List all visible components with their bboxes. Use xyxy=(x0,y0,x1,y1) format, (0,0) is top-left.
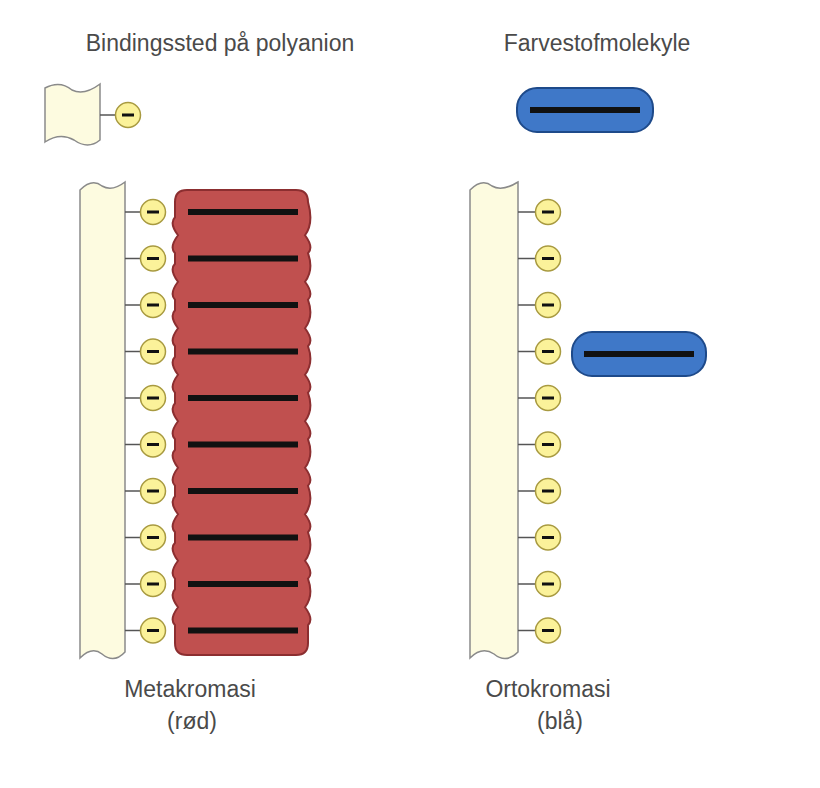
anion-site xyxy=(536,479,561,504)
minus-sign xyxy=(122,114,134,117)
polyanion-strip xyxy=(470,182,518,659)
minus-sign xyxy=(542,536,554,539)
minus-sign xyxy=(147,257,159,260)
bond-line xyxy=(518,397,535,399)
dye-bar xyxy=(584,351,694,357)
anion-site xyxy=(536,386,561,411)
bond-line xyxy=(125,630,140,632)
minus-sign xyxy=(542,490,554,493)
bond-line xyxy=(125,444,140,446)
heading-label: Farvestofmolekyle xyxy=(504,30,691,58)
bond-line xyxy=(125,258,140,260)
minus-sign xyxy=(542,443,554,446)
minus-sign xyxy=(147,490,159,493)
bond-line xyxy=(518,351,535,353)
minus-sign xyxy=(147,583,159,586)
dye-bar xyxy=(188,535,298,541)
anion-site xyxy=(536,339,561,364)
anion-site xyxy=(141,386,166,411)
anion-site xyxy=(536,200,561,225)
dye-bar xyxy=(188,302,298,308)
anion-site xyxy=(141,432,166,457)
caption-label: Ortokromasi xyxy=(485,676,610,704)
dye-bar xyxy=(188,628,298,634)
minus-sign xyxy=(542,583,554,586)
polyanion-strip xyxy=(80,182,125,659)
polyanion-fragment xyxy=(45,84,100,145)
bond-line xyxy=(125,583,140,585)
bond-line xyxy=(518,211,535,213)
bond-line xyxy=(518,258,535,260)
anion-site xyxy=(141,293,166,318)
dye-stack xyxy=(173,190,311,655)
bond-line xyxy=(125,537,140,539)
bond-line xyxy=(518,537,535,539)
anion-site xyxy=(141,200,166,225)
minus-sign xyxy=(147,397,159,400)
heading-label: Bindingssted på polyanion xyxy=(86,30,355,58)
dye-bar xyxy=(188,395,298,401)
dye-bar xyxy=(188,581,298,587)
anion-site xyxy=(536,525,561,550)
caption-label: (blå) xyxy=(537,708,583,736)
dye-bar xyxy=(188,209,298,215)
anion-site xyxy=(536,246,561,271)
bond-line xyxy=(125,351,140,353)
bond-line xyxy=(518,490,535,492)
anion-site xyxy=(116,103,141,128)
dye-bar xyxy=(188,349,298,355)
bond-line xyxy=(518,444,535,446)
dye-bar xyxy=(188,488,298,494)
anion-site xyxy=(141,618,166,643)
dye-bar xyxy=(188,442,298,448)
anion-site xyxy=(536,618,561,643)
bond-line xyxy=(125,490,140,492)
anion-site xyxy=(536,572,561,597)
anion-site xyxy=(141,339,166,364)
minus-sign xyxy=(147,536,159,539)
dye-molecule xyxy=(572,332,706,376)
minus-sign xyxy=(542,304,554,307)
minus-sign xyxy=(147,629,159,632)
dye-bar xyxy=(188,256,298,262)
bond-line xyxy=(125,397,140,399)
anion-site xyxy=(536,432,561,457)
minus-sign xyxy=(147,211,159,214)
minus-sign xyxy=(147,304,159,307)
anion-site xyxy=(141,479,166,504)
anion-site xyxy=(141,525,166,550)
caption-label: Metakromasi xyxy=(124,676,256,704)
anion-site xyxy=(536,293,561,318)
dye-bar xyxy=(530,107,640,113)
anion-site xyxy=(141,572,166,597)
bond-line xyxy=(100,114,115,116)
minus-sign xyxy=(542,629,554,632)
minus-sign xyxy=(542,211,554,214)
bond-line xyxy=(125,304,140,306)
minus-sign xyxy=(542,257,554,260)
minus-sign xyxy=(542,397,554,400)
minus-sign xyxy=(147,350,159,353)
minus-sign xyxy=(542,350,554,353)
bond-line xyxy=(518,583,535,585)
minus-sign xyxy=(147,443,159,446)
anion-site xyxy=(141,246,166,271)
dye-molecule xyxy=(517,88,653,132)
bond-line xyxy=(125,211,140,213)
bond-line xyxy=(518,304,535,306)
bond-line xyxy=(518,630,535,632)
caption-label: (rød) xyxy=(167,708,217,736)
